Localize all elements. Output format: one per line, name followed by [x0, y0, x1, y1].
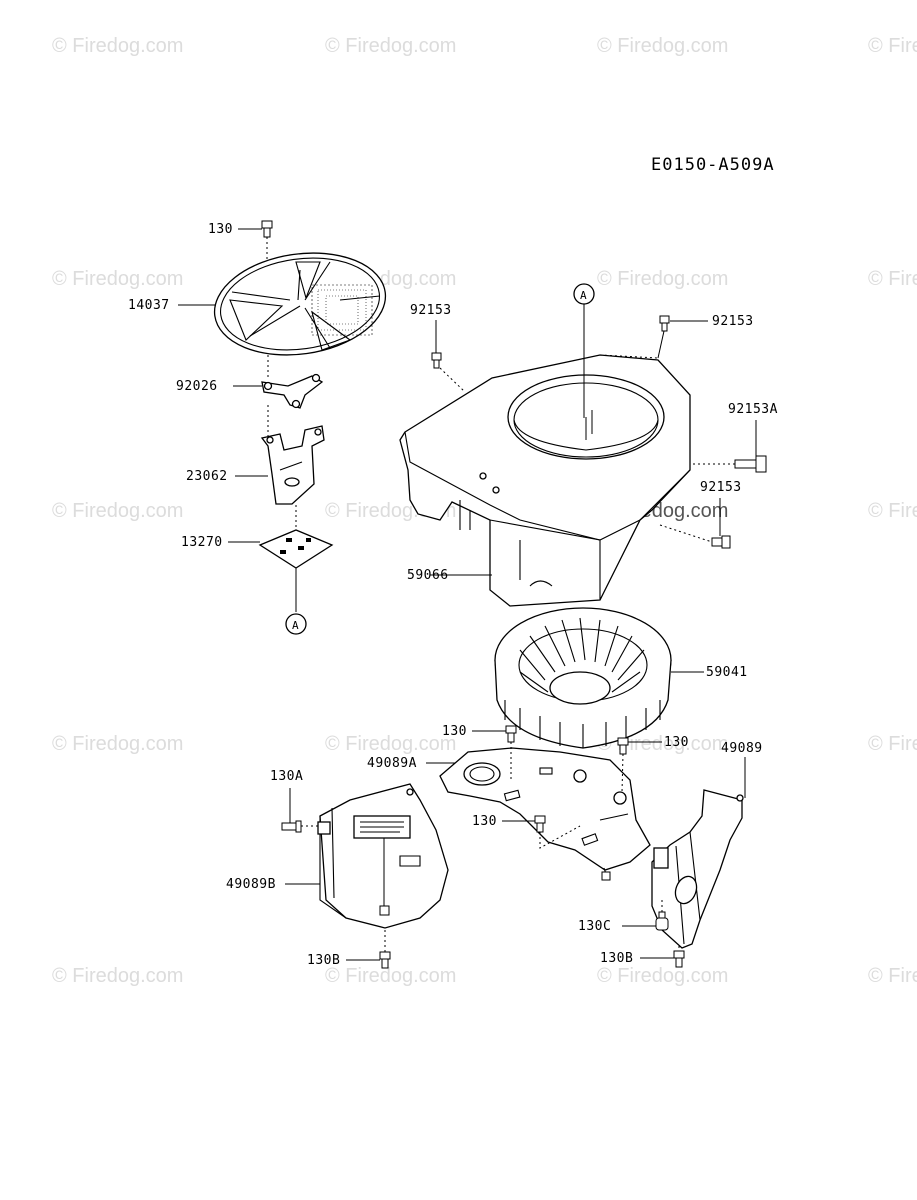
- watermark: © Firedog.com: [597, 35, 728, 57]
- watermark: © Firedog.com: [597, 965, 728, 987]
- ref-a-bottom: A: [285, 613, 307, 635]
- watermark: © Firedog.com: [868, 500, 917, 522]
- watermark: © Firedog.com: [52, 500, 183, 522]
- plate-92026[interactable]: [261, 373, 324, 409]
- blower-housing-59066[interactable]: [399, 354, 691, 607]
- watermark: © Firedog.com: [52, 733, 183, 755]
- label-49089: 49089: [721, 741, 763, 756]
- label-92153: 92153: [712, 314, 754, 329]
- bolt-92153A[interactable]: [734, 455, 767, 473]
- label-13270: 13270: [181, 535, 223, 550]
- watermark: © Firedog.com: [597, 733, 728, 755]
- cooling-fan-59041[interactable]: [494, 607, 672, 749]
- label-59066: 59066: [407, 568, 449, 583]
- shroud-49089A[interactable]: [439, 747, 651, 881]
- ref-a-top: A: [573, 283, 595, 305]
- diagram-code: E0150-A509A: [651, 155, 775, 175]
- label-49089B: 49089B: [226, 877, 276, 892]
- label-130: 130: [664, 735, 689, 750]
- bolt-92153-lower[interactable]: [711, 535, 731, 549]
- bolt-130C[interactable]: [655, 911, 669, 931]
- label-130C: 130C: [578, 919, 611, 934]
- watermark: © Firedog.com: [325, 965, 456, 987]
- watermark: © Firedog.com: [325, 35, 456, 57]
- watermark: © Firedog.com: [868, 965, 917, 987]
- label-130: 130: [472, 814, 497, 829]
- watermark: © Firedog.com: [325, 733, 456, 755]
- watermark: © Firedog.com: [52, 268, 183, 290]
- label-92153A: 92153A: [728, 402, 778, 417]
- bolt-92153-right[interactable]: [659, 315, 670, 332]
- label-92026: 92026: [176, 379, 218, 394]
- label-14037: 14037: [128, 298, 170, 313]
- label-23062: 23062: [186, 469, 228, 484]
- watermark: © Firedog.com: [52, 965, 183, 987]
- bolt-130A[interactable]: [281, 820, 302, 833]
- label-130B: 130B: [600, 951, 633, 966]
- svg-text:A: A: [292, 619, 299, 632]
- label-130: 130: [442, 724, 467, 739]
- bolt-130B-right[interactable]: [673, 950, 685, 968]
- bolt-92153-left[interactable]: [431, 352, 442, 369]
- label-130: 130: [208, 222, 233, 237]
- label-92153: 92153: [410, 303, 452, 318]
- svg-text:A: A: [580, 289, 587, 302]
- bolt-130-low[interactable]: [534, 815, 546, 833]
- bracket-23062[interactable]: [260, 425, 325, 505]
- label-130A: 130A: [270, 769, 303, 784]
- bolt-130-top[interactable]: [261, 220, 273, 238]
- watermark: © Firedog.com: [868, 733, 917, 755]
- bolt-130-mid-right[interactable]: [617, 737, 629, 755]
- bolt-130B-left[interactable]: [379, 951, 391, 969]
- watermark: © Firedog.com: [868, 35, 917, 57]
- rotating-screen-14037[interactable]: [208, 243, 392, 366]
- label-130B: 130B: [307, 953, 340, 968]
- watermark: © Firedog.com: [597, 268, 728, 290]
- bolt-130-mid-left[interactable]: [505, 725, 517, 743]
- watermark: © Firedog.com: [868, 268, 917, 290]
- label-92153: 92153: [700, 480, 742, 495]
- plate-13270[interactable]: [258, 529, 334, 569]
- mesh-area: [311, 284, 373, 336]
- watermark-layer: © Firedog.com © Firedog.com © Firedog.co…: [52, 35, 917, 987]
- shroud-49089[interactable]: [651, 789, 744, 949]
- label-59041: 59041: [706, 665, 748, 680]
- watermark: © Firedog.com: [52, 35, 183, 57]
- label-49089A: 49089A: [367, 756, 417, 771]
- shroud-49089B[interactable]: [317, 783, 449, 929]
